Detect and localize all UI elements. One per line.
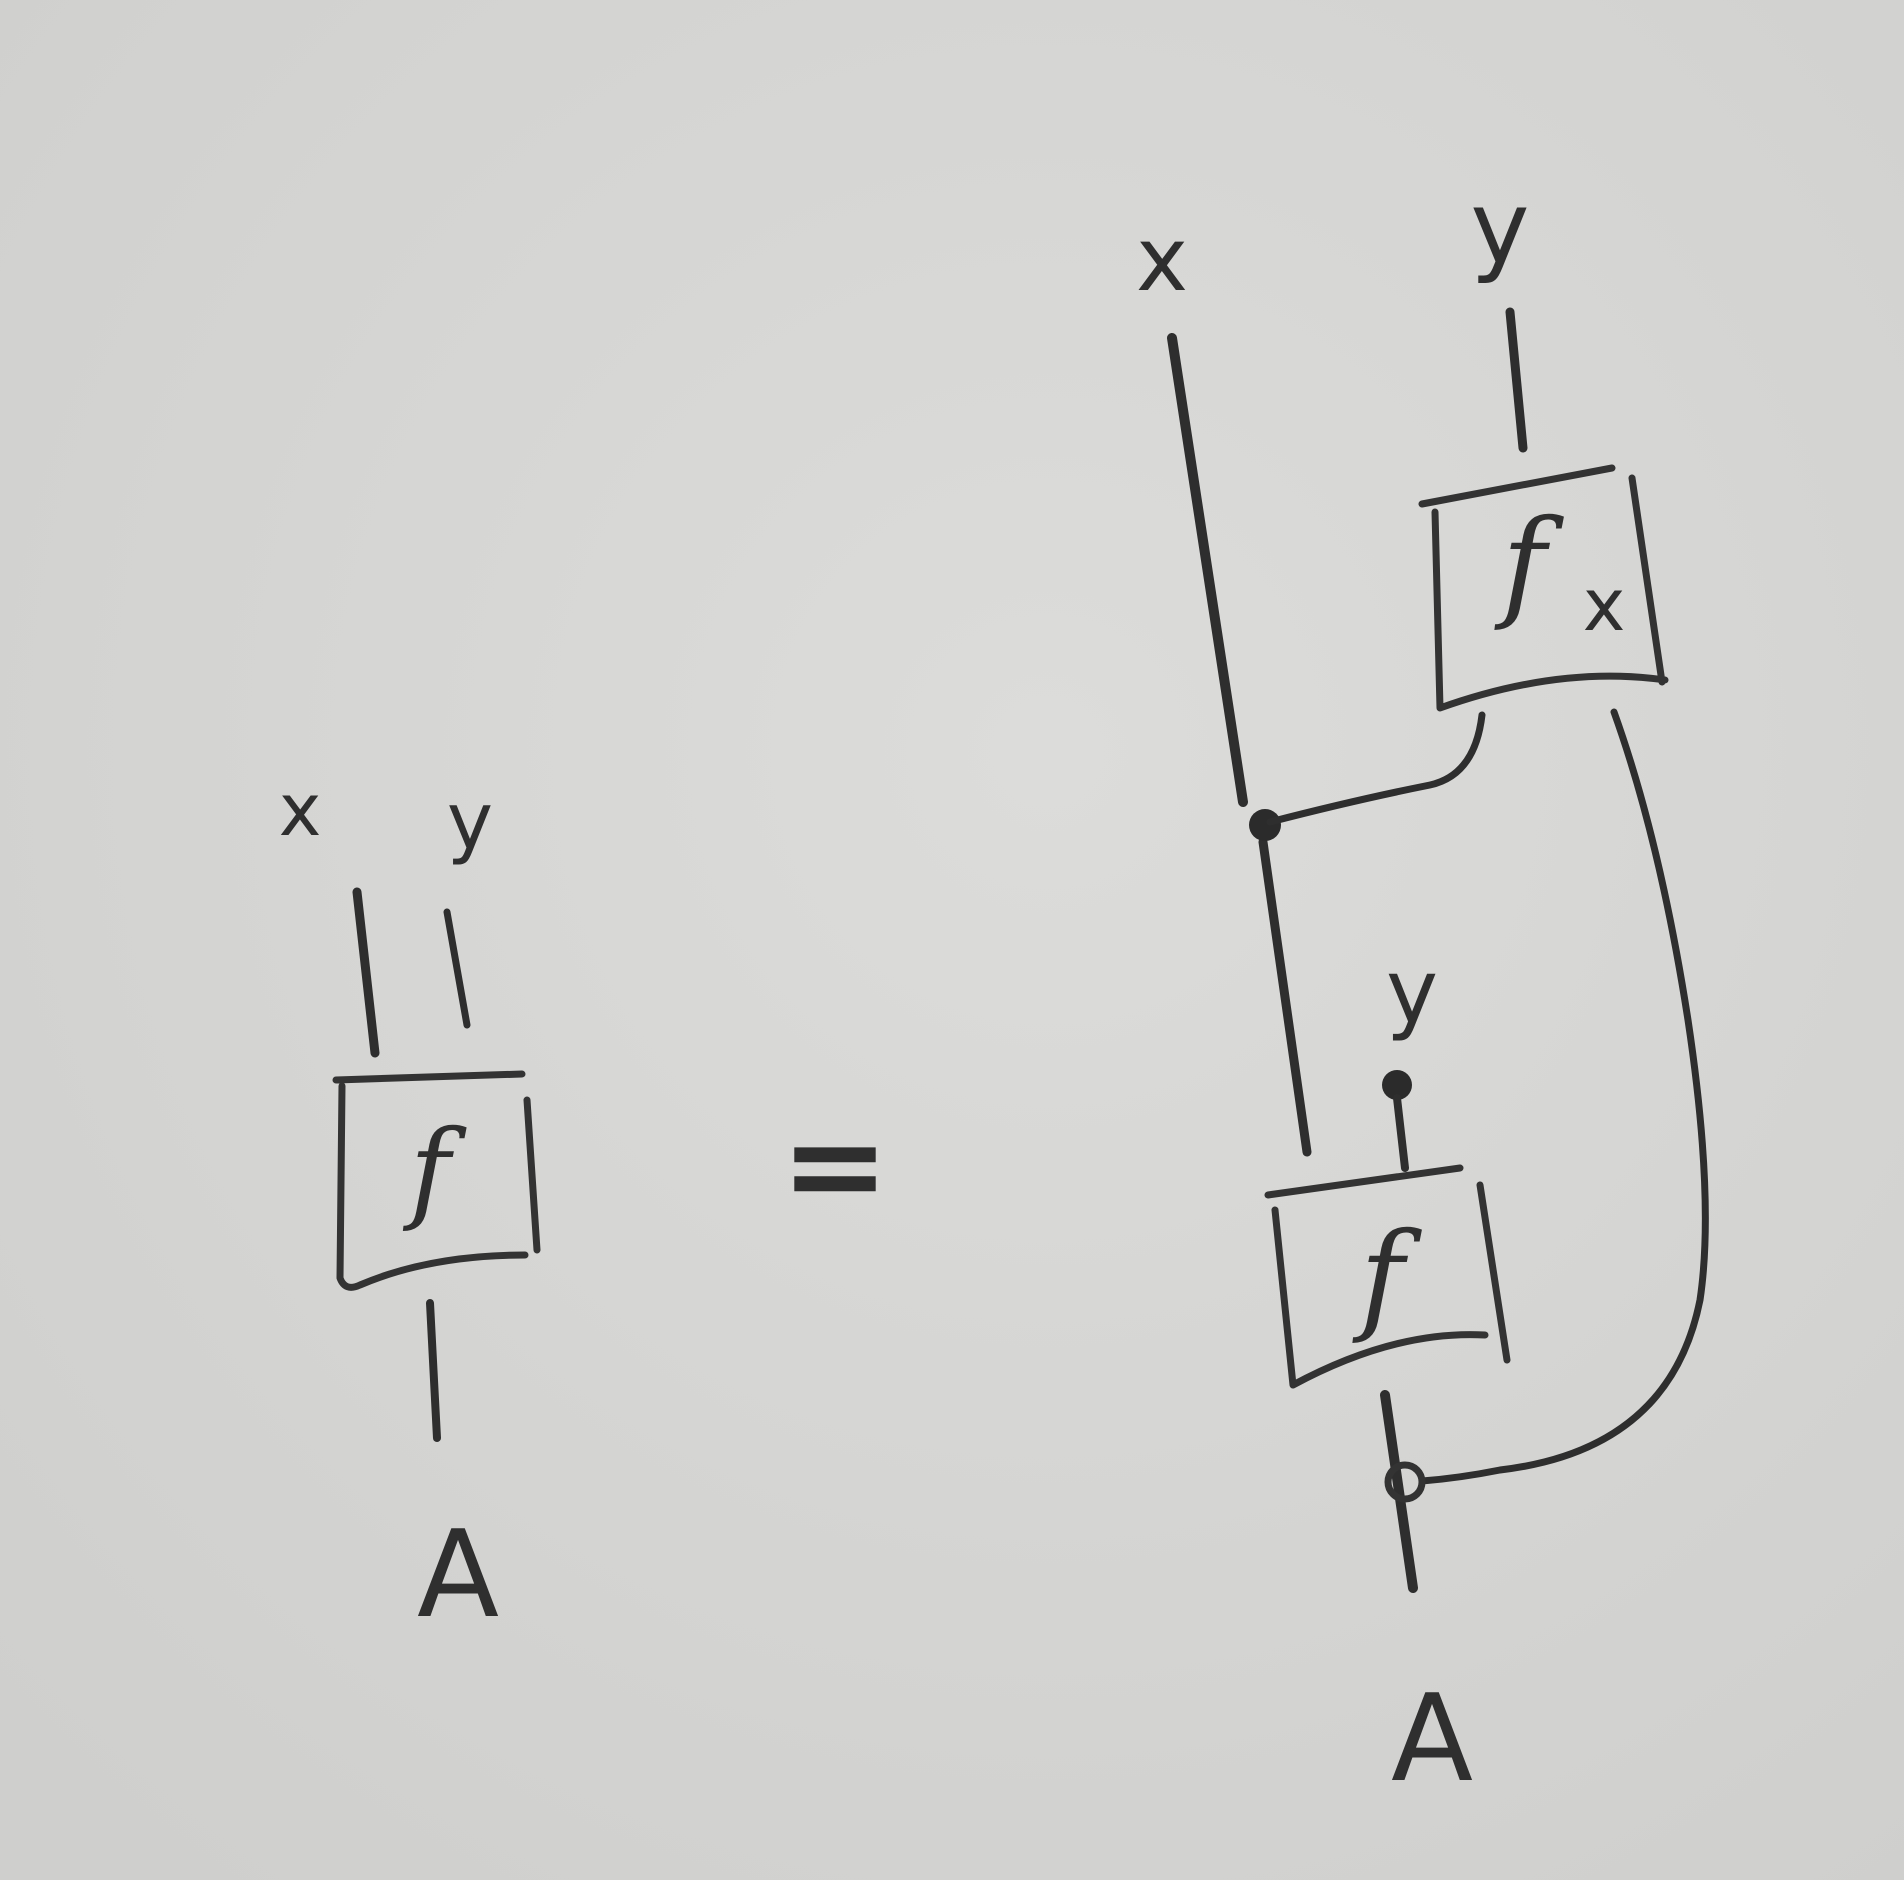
rhs-copy-node-top bbox=[1249, 809, 1281, 841]
rhs-label-x: x bbox=[1136, 208, 1188, 311]
rhs-wire-x bbox=[1167, 333, 1248, 807]
lhs-wire-y bbox=[443, 908, 471, 1029]
rhs-wire-fx-down bbox=[1418, 708, 1709, 1485]
rhs-wire-A bbox=[1380, 1390, 1418, 1593]
rhs-label-A: A bbox=[1391, 1670, 1473, 1809]
rhs-wire-y bbox=[1505, 307, 1528, 453]
lhs-label-y: y bbox=[447, 777, 493, 867]
rhs-wire-x-below-copy bbox=[1258, 837, 1312, 1157]
rhs-copy-node-bottom bbox=[1384, 1461, 1426, 1503]
lhs-wire-A bbox=[426, 1299, 441, 1442]
rhs-wire-copy-to-fx bbox=[1266, 711, 1486, 826]
rhs-box-fx bbox=[1418, 464, 1669, 712]
lhs-wire-x bbox=[352, 887, 380, 1058]
equals-sign: = bbox=[781, 1089, 890, 1241]
rhs-label-y: y bbox=[1470, 169, 1529, 286]
lhs-box-f bbox=[332, 1070, 541, 1291]
rhs-label-inner-y: y bbox=[1386, 940, 1438, 1043]
rhs-box-f bbox=[1264, 1164, 1511, 1389]
rhs-inner-y-dot bbox=[1382, 1070, 1412, 1100]
rhs-box-fx-subscript: x bbox=[1583, 563, 1626, 647]
lhs-label-A: A bbox=[417, 1506, 499, 1645]
rhs-wire-inner-y bbox=[1393, 1094, 1409, 1172]
lhs-label-x: x bbox=[279, 768, 322, 852]
